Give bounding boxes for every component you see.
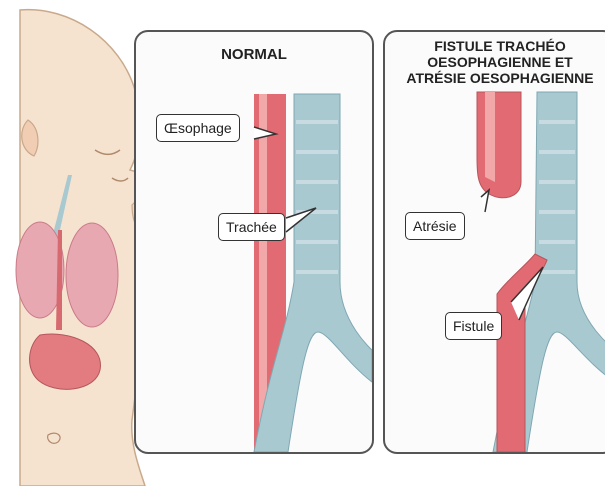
- label-fistule: Fistule: [445, 312, 502, 340]
- panel-fistule: FISTULE TRACHÉO OESOPHAGIENNE ET ATRÉSIE…: [383, 30, 605, 454]
- panel-title-normal: NORMAL: [136, 46, 372, 63]
- fistule-anatomy: [385, 32, 605, 452]
- upper-pouch-highlight: [485, 92, 495, 182]
- panel-normal: NORMAL Œsophage Trachée: [134, 30, 374, 454]
- label-trachee: Trachée: [218, 213, 285, 241]
- upper-esophagus-pouch: [477, 92, 521, 198]
- label-atresie: Atrésie: [405, 212, 465, 240]
- normal-anatomy: [136, 32, 372, 452]
- label-oesophage: Œsophage: [156, 114, 240, 142]
- right-lung: [66, 223, 118, 327]
- atresie-pointer: [481, 190, 489, 212]
- panel-title-fistule: FISTULE TRACHÉO OESOPHAGIENNE ET ATRÉSIE…: [385, 38, 605, 86]
